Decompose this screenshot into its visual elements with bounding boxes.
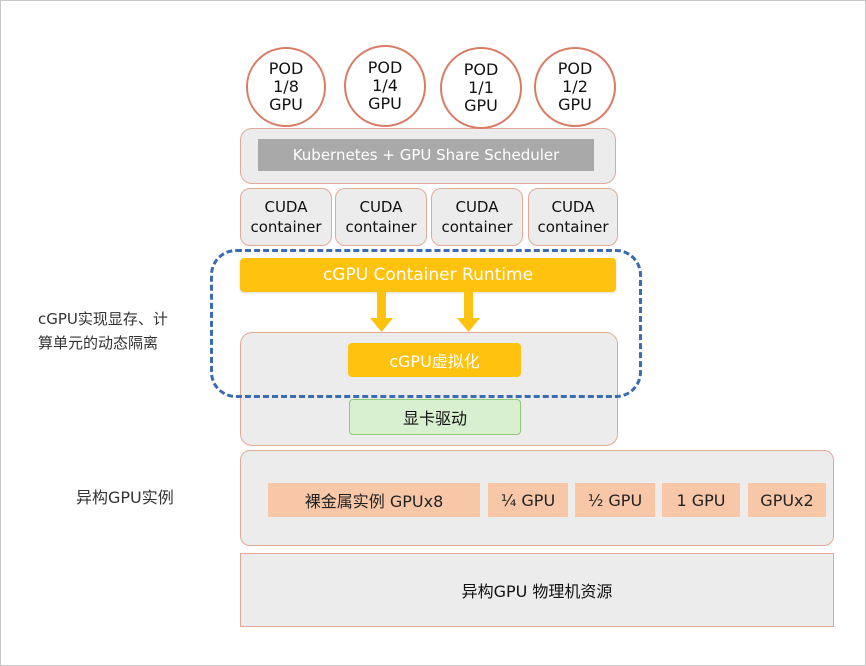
physical-resources: 异构GPU 物理机资源 <box>240 553 834 627</box>
cgpu-container-runtime: cGPU Container Runtime <box>240 258 616 292</box>
pod-1-2-gpu: POD 1/2 GPU <box>534 47 616 127</box>
cgpu-virtualization: cGPU虚拟化 <box>348 343 521 377</box>
heterogeneous-label: 异构GPU实例 <box>76 488 174 507</box>
instance-1-gpu: 1 GPU <box>662 483 740 517</box>
scheduler-box: Kubernetes + GPU Share Scheduler <box>258 139 594 171</box>
cuda-container-3: CUDA container <box>431 188 523 246</box>
cgpu-note: cGPU实现显存、计 算单元的动态隔离 <box>38 307 208 355</box>
cuda-container-2: CUDA container <box>335 188 427 246</box>
down-arrow-icon <box>370 292 393 332</box>
cgpu-isolation-outline <box>210 249 642 398</box>
pod-1-8-gpu: POD 1/8 GPU <box>246 47 326 127</box>
instance-half-gpu: ½ GPU <box>575 483 655 517</box>
down-arrow-icon <box>457 292 480 332</box>
instance-gpux2: GPUx2 <box>748 483 826 517</box>
pod-1-4-gpu: POD 1/4 GPU <box>344 45 426 127</box>
cuda-container-1: CUDA container <box>240 188 332 246</box>
cgpu-note-line2: 算单元的动态隔离 <box>38 334 159 352</box>
cgpu-note-line1: cGPU实现显存、计 <box>38 310 168 328</box>
instance-quarter-gpu: ¼ GPU <box>488 483 568 517</box>
instance-bare-metal-gpux8: 裸金属实例 GPUx8 <box>268 483 480 517</box>
pod-1-1-gpu: POD 1/1 GPU <box>440 47 522 129</box>
gpu-driver: 显卡驱动 <box>349 399 521 435</box>
cuda-container-4: CUDA container <box>528 188 618 246</box>
arrow-connectors <box>370 292 480 332</box>
